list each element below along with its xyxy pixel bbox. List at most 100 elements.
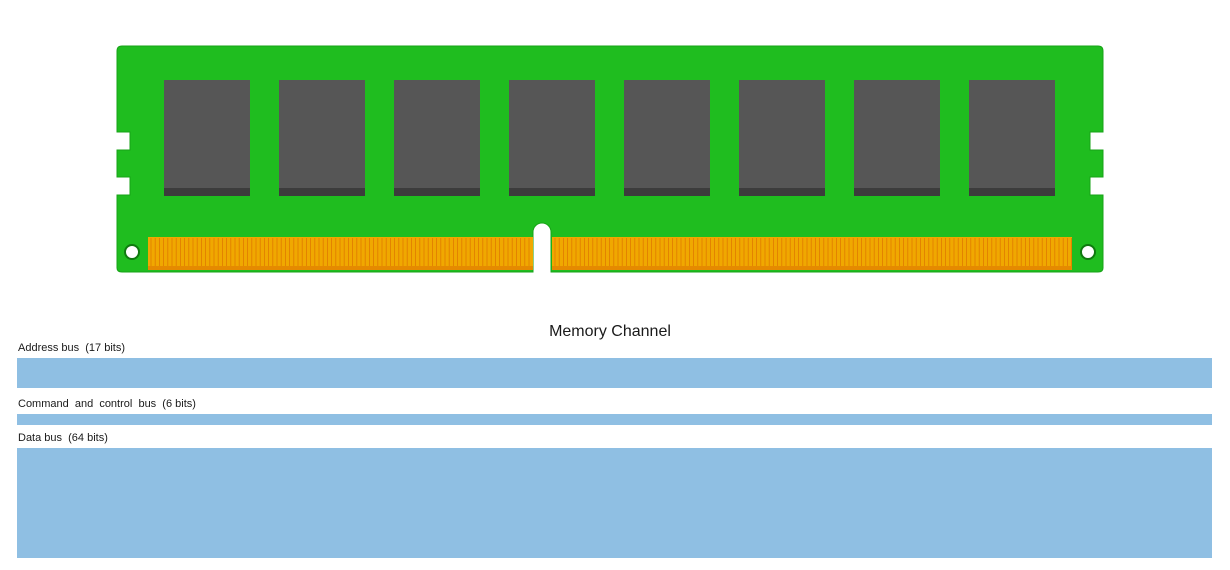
bus-line [17, 545, 1212, 548]
bus-line [17, 513, 1212, 516]
bus-line [17, 475, 1212, 478]
command-bus-lines [17, 414, 1212, 426]
bus-line [17, 484, 1212, 487]
memory-chip [624, 80, 710, 196]
bus-line [17, 516, 1212, 519]
bus-line [17, 525, 1212, 528]
bus-line [17, 556, 1212, 559]
bus-line [17, 414, 1212, 416]
bus-line [17, 515, 1212, 518]
bus-line [17, 461, 1212, 464]
bus-line [17, 501, 1212, 504]
bus-line [17, 423, 1212, 426]
pin-strip-left-edge [148, 266, 533, 270]
bus-line [17, 465, 1212, 468]
bus-line [17, 528, 1212, 531]
memory-chip-edge [854, 188, 940, 196]
bus-line [17, 508, 1212, 511]
bus-line [17, 520, 1212, 523]
bus-line [17, 485, 1212, 488]
bus-line [17, 480, 1212, 483]
memory-chip [279, 80, 365, 196]
bus-line [17, 472, 1212, 475]
bus-line [17, 460, 1212, 463]
bus-line [17, 358, 1212, 360]
bus-line [17, 470, 1212, 473]
bus-line [17, 547, 1212, 550]
bus-line [17, 456, 1212, 459]
memory-chip-edge [509, 188, 595, 196]
bus-line [17, 496, 1212, 499]
bus-line [17, 448, 1212, 450]
bus-line [17, 458, 1212, 461]
bus-line [17, 535, 1212, 538]
bus-line [17, 417, 1212, 420]
mounting-hole-left [124, 244, 140, 260]
bus-line [17, 419, 1212, 422]
data-bus-lines [17, 448, 1212, 559]
bus-line [17, 523, 1212, 526]
bus-line [17, 532, 1212, 535]
bus-line [17, 511, 1212, 514]
bus-line [17, 477, 1212, 480]
bus-line [17, 554, 1212, 557]
bus-line [17, 375, 1212, 378]
bus-line [17, 359, 1212, 362]
bus-line [17, 415, 1212, 418]
memory-chip-edge [624, 188, 710, 196]
memory-chip [739, 80, 825, 196]
bus-line [17, 487, 1212, 490]
bus-line [17, 451, 1212, 454]
bus-line [17, 539, 1212, 542]
bus-line [17, 478, 1212, 481]
bus-line [17, 540, 1212, 543]
pin-strip-right-edge [552, 266, 1072, 270]
bus-line [17, 468, 1212, 471]
memory-chip-edge [969, 188, 1055, 196]
bus-line [17, 509, 1212, 512]
bus-line [17, 490, 1212, 493]
bus-line [17, 499, 1212, 502]
pin-strip-right [552, 237, 1072, 270]
data-bus-label: Data bus (64 bits) [18, 432, 108, 444]
bus-line [17, 549, 1212, 552]
bus-line [17, 542, 1212, 545]
bus-line [17, 533, 1212, 536]
bus-line [17, 365, 1212, 368]
bus-line [17, 366, 1212, 369]
bus-line [17, 497, 1212, 500]
memory-chip [164, 80, 250, 196]
bus-line [17, 551, 1212, 554]
bus-line [17, 506, 1212, 509]
memory-chip [969, 80, 1055, 196]
memory-chip-edge [164, 188, 250, 196]
bus-line [17, 421, 1212, 424]
bus-line [17, 361, 1212, 364]
bus-line [17, 494, 1212, 497]
bus-line [17, 363, 1212, 366]
mounting-hole-right [1080, 244, 1096, 260]
memory-chip-edge [394, 188, 480, 196]
bus-line [17, 544, 1212, 547]
address-bus-label: Address bus (17 bits) [18, 342, 125, 354]
bus-line [17, 372, 1212, 375]
bus-line [17, 370, 1212, 373]
bus-line [17, 466, 1212, 469]
bus-line [17, 492, 1212, 495]
bus-line [17, 377, 1212, 380]
memory-chip-edge [279, 188, 365, 196]
bus-line [17, 503, 1212, 505]
bus-line [17, 454, 1212, 457]
bus-line [17, 380, 1212, 383]
bus-line [17, 530, 1212, 533]
bus-line [17, 379, 1212, 382]
command-bus-label: Command and control bus (6 bits) [18, 398, 196, 410]
bus-line [17, 504, 1212, 507]
bus-line [17, 382, 1212, 385]
address-bus-lines [17, 358, 1212, 389]
bus-line [17, 386, 1212, 389]
memory-chip [509, 80, 595, 196]
bus-line [17, 463, 1212, 466]
memory-chip [394, 80, 480, 196]
bus-line [17, 521, 1212, 524]
